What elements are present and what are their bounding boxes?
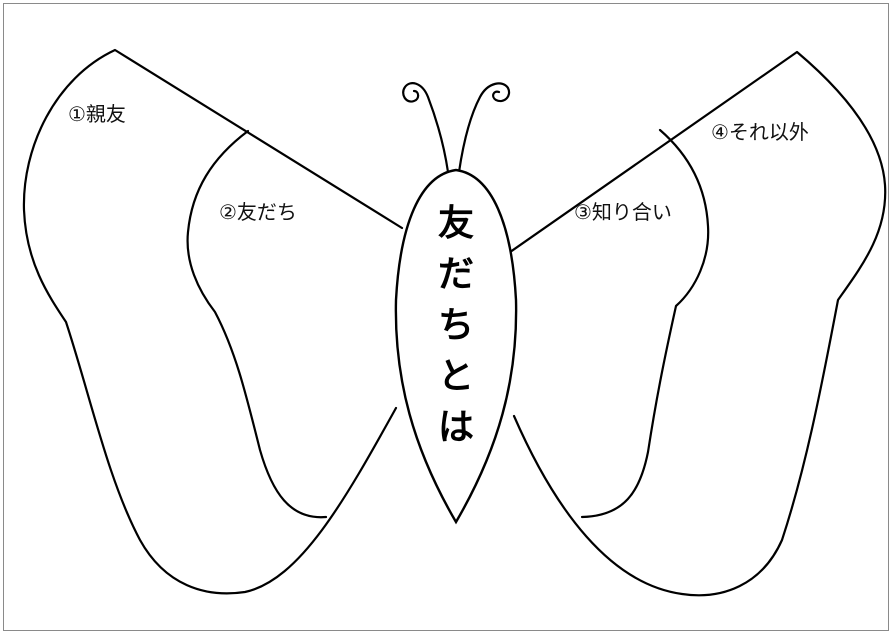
center-title: 友だちとは [438,203,474,448]
left-wing-outer-outline [22,48,404,595]
center-title-char: だ [438,254,474,295]
right-antenna [457,82,511,174]
left-antenna [402,82,450,174]
zone-label-best-friend: ①親友 [68,102,126,126]
center-title-char: と [438,356,474,397]
center-title-char: 友 [438,203,474,244]
right-wing-inner-divider [580,128,710,519]
center-title-char: は [438,407,474,448]
right-wing-outer-outline [501,50,887,597]
center-title-char: ち [438,305,474,346]
page-frame [3,3,889,631]
zone-label-acquaintance: ③知り合い [574,200,672,224]
zone-label-others: ④それ以外 [711,120,809,144]
left-wing-inner-divider [186,129,328,519]
butterfly-body [394,168,518,525]
zone-label-friend: ②友だち [219,200,297,224]
